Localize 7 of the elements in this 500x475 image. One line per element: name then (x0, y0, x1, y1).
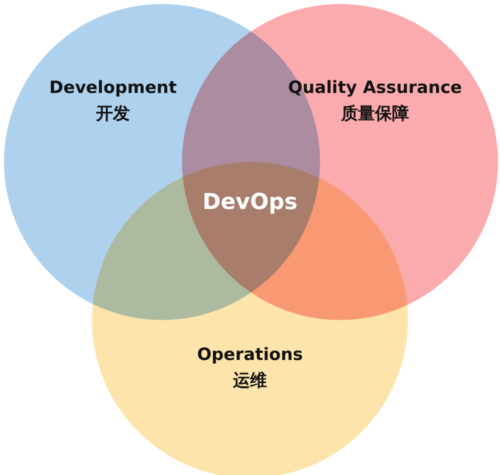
circle-title: Operations (197, 345, 303, 365)
circle-subtitle: 质量保障 (341, 103, 409, 125)
circle-title: Development (49, 78, 177, 98)
circle-title: Quality Assurance (288, 78, 462, 98)
center-label: DevOps (202, 190, 298, 215)
circle-subtitle: 开发 (96, 103, 130, 125)
circle-subtitle: 运维 (233, 370, 267, 392)
